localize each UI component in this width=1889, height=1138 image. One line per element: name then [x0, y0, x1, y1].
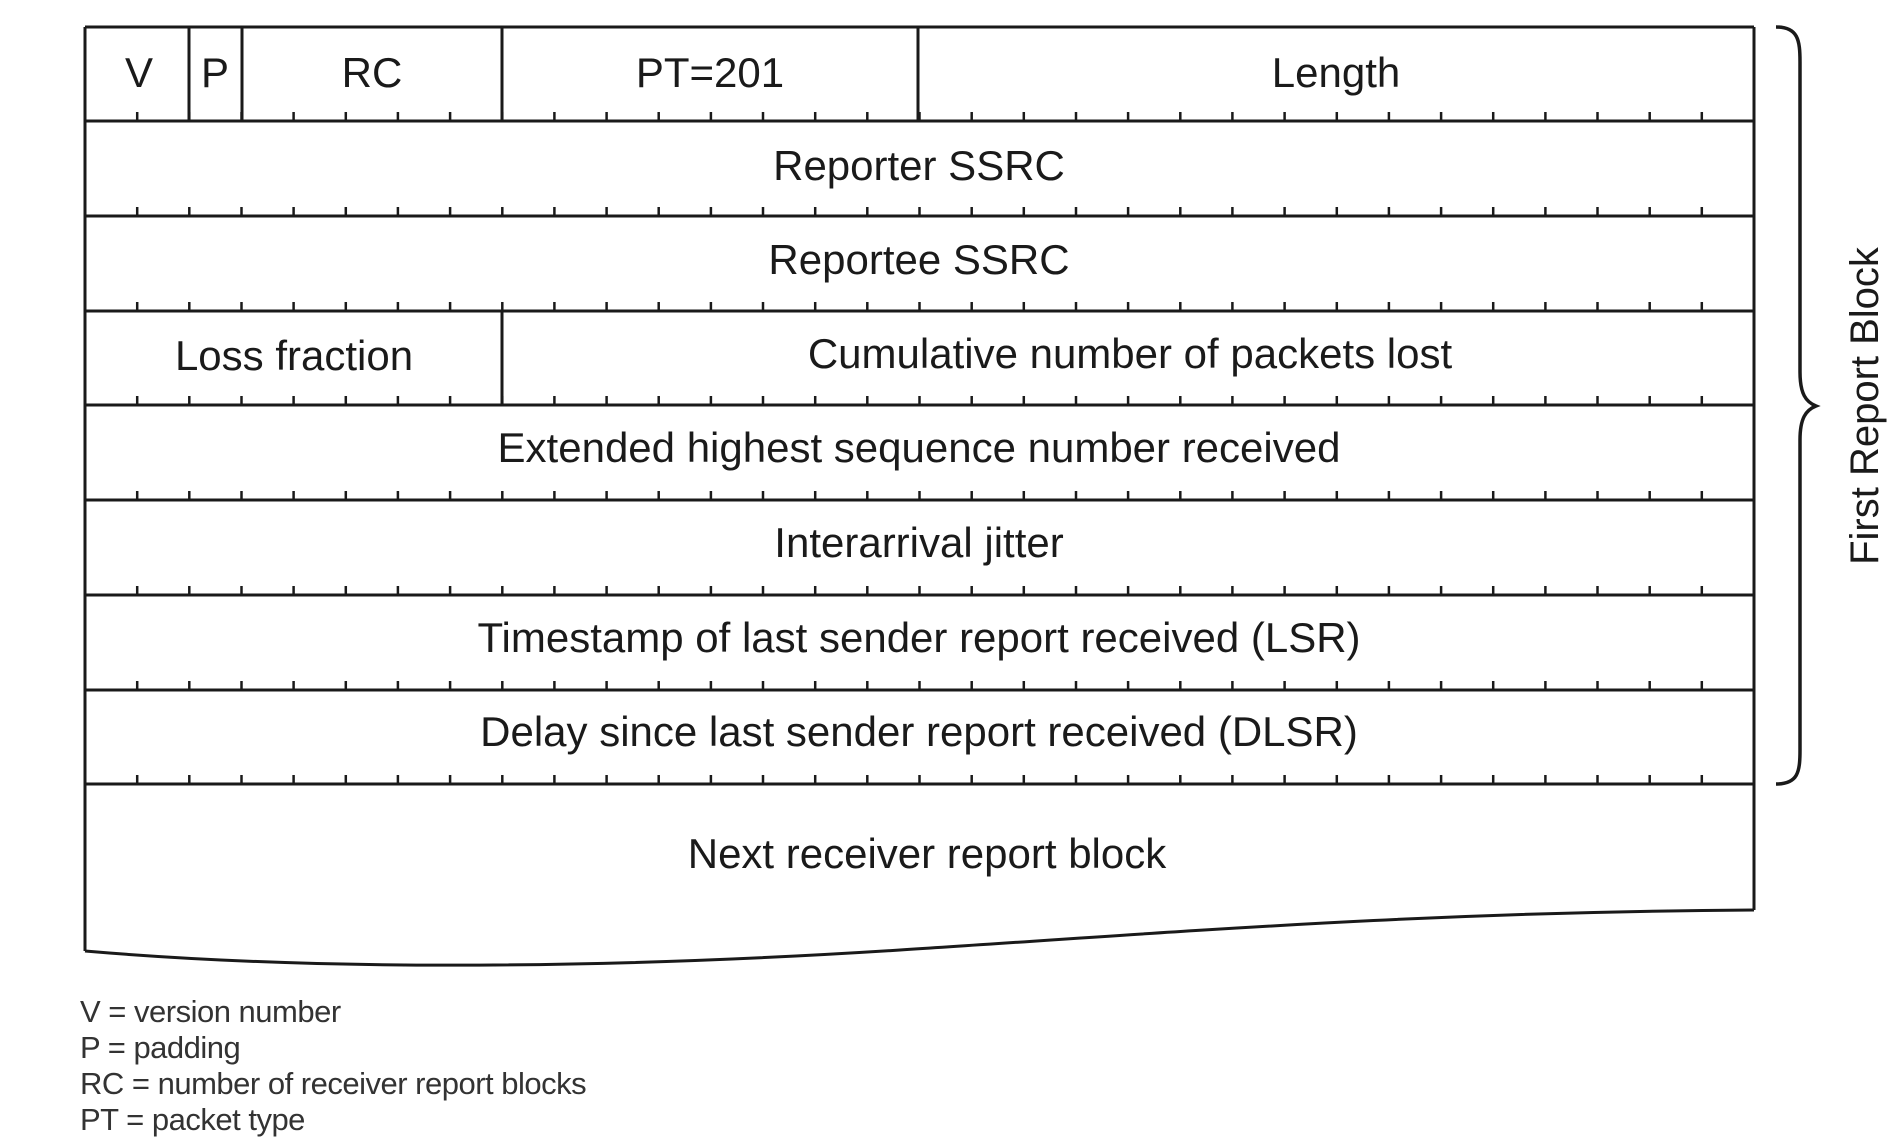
legend-item-version: V = version number — [80, 994, 341, 1029]
padding-field: P — [201, 49, 229, 96]
legend: V = version number P = padding RC = numb… — [80, 994, 587, 1138]
legend-item-padding: P = padding — [80, 1030, 241, 1065]
packet-type-field: PT=201 — [636, 49, 784, 96]
extended-highest-seq-field: Extended highest sequence number receive… — [498, 424, 1341, 471]
dlsr-field: Delay since last sender report received … — [480, 708, 1358, 755]
report-block-brace — [1775, 25, 1821, 786]
loss-fraction-field: Loss fraction — [175, 332, 413, 379]
report-block-label: First Report Block — [1843, 246, 1887, 565]
length-field: Length — [1272, 49, 1400, 96]
packet-frame — [83, 25, 1756, 967]
reportee-ssrc-field: Reportee SSRC — [768, 236, 1069, 283]
cumulative-lost-field: Cumulative number of packets lost — [808, 330, 1453, 377]
lsr-field: Timestamp of last sender report received… — [477, 614, 1360, 661]
version-field: V — [125, 49, 153, 96]
reporter-ssrc-field: Reporter SSRC — [773, 142, 1065, 189]
report-count-field: RC — [342, 49, 403, 96]
legend-item-report-count: RC = number of receiver report blocks — [80, 1066, 587, 1101]
legend-item-packet-type: PT = packet type — [80, 1102, 305, 1137]
interarrival-jitter-field: Interarrival jitter — [774, 519, 1063, 566]
next-block-field: Next receiver report block — [688, 830, 1168, 877]
